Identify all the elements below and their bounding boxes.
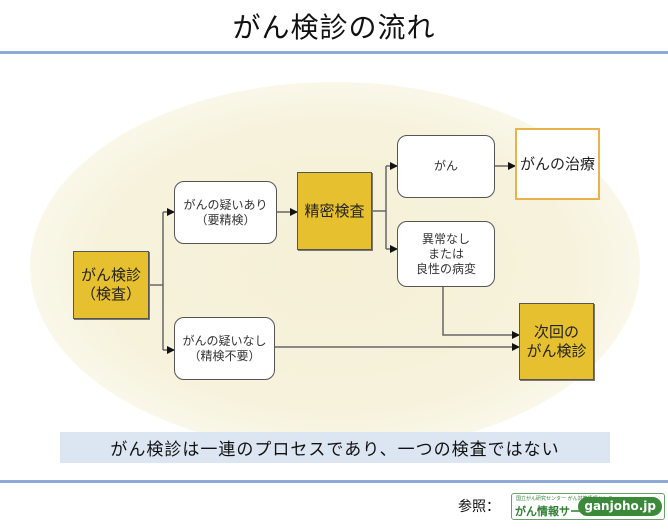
node-next-screening-line1: 次回の xyxy=(533,322,579,341)
node-cancer-label: がん xyxy=(433,159,458,173)
node-cancer: がん xyxy=(397,135,495,198)
arrow-no-abnormality-to-next xyxy=(442,287,520,339)
node-detailed-exam: 精密検査 xyxy=(297,172,372,250)
node-screening: がん検診 （検査） xyxy=(73,251,149,319)
page-title: がん検診の流れ xyxy=(232,11,436,44)
node-suspected-line1: がんの疑いあり xyxy=(183,197,268,212)
node-no-abnormality-line2: または xyxy=(427,246,464,261)
node-screening-line2: （検査） xyxy=(80,285,141,303)
node-no-abnormality-line1: 異常なし xyxy=(421,231,470,246)
node-screening-line1: がん検診 xyxy=(80,266,141,285)
reference-label: 参照： xyxy=(458,499,500,515)
node-suspected: がんの疑いあり （要精検） xyxy=(174,181,277,244)
bottom-divider xyxy=(0,480,668,483)
summary-caption: がん検診は一連のプロセスであり、一つの検査ではない xyxy=(60,432,610,463)
node-detailed-exam-label: 精密検査 xyxy=(304,201,365,220)
ganjoho-logo-link[interactable]: 国立がん研究センター がん対策情報センター がん情報サービス ganjoho.j… xyxy=(511,493,665,520)
node-no-abnormality: 異常なし または 良性の病変 xyxy=(397,221,495,287)
node-no-abnormality-line3: 良性の病変 xyxy=(415,261,476,276)
top-divider xyxy=(0,51,668,54)
node-not-suspected-line1: がんの疑いなし xyxy=(182,333,267,348)
node-next-screening: 次回の がん検診 xyxy=(519,303,594,380)
node-not-suspected-line2: （精検不要） xyxy=(188,348,261,363)
logo-org-text: 国立がん研究センター がん対策情報センター xyxy=(516,496,618,502)
logo-domain-badge: ganjoho.jp xyxy=(578,497,662,516)
node-treatment-label: がんの治療 xyxy=(519,154,595,173)
node-not-suspected: がんの疑いなし （精検不要） xyxy=(174,317,275,380)
node-next-screening-line2: がん検診 xyxy=(526,341,587,360)
node-suspected-line2: （要精検） xyxy=(195,212,256,227)
node-treatment: がんの治療 xyxy=(515,128,600,200)
